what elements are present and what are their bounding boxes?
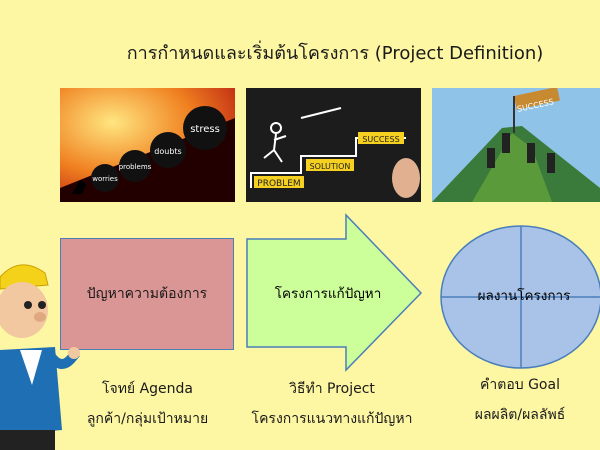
word: PROBLEM — [257, 179, 300, 189]
caption-line2: ลูกค้า/กลุ่มเป้าหมาย — [86, 411, 209, 427]
circle-label: ผลงานโครงการ — [478, 287, 571, 304]
slide-title: การกำหนดและเริ่มต้นโครงการ (Project Defi… — [126, 43, 544, 64]
word: worries — [92, 175, 118, 183]
arrow-label: โครงการแก้ปัญหา — [275, 285, 382, 302]
caption-agenda: โจทย์ Agenda ลูกค้า/กลุ่มเป้าหมาย — [60, 378, 235, 430]
project-arrow: โครงการแก้ปัญหา — [246, 213, 423, 372]
result-circle: ผลงานโครงการ — [440, 225, 600, 369]
engineer-cartoon — [0, 264, 80, 450]
word: doubts — [154, 147, 181, 156]
problem-need-box: ปัญหาความต้องการ — [60, 238, 234, 350]
caption-line2: โครงการแนวทางแก้ปัญหา — [251, 411, 413, 427]
caption-line1: โจทย์ Agenda — [101, 381, 194, 397]
word: stress — [190, 124, 220, 135]
box-label: ปัญหาความต้องการ — [86, 286, 208, 302]
caption-goal: คำตอบ Goal ผลผลิต/ผลลัพธ์ — [440, 374, 600, 426]
stress-image: stress doubts problems worries — [60, 88, 235, 202]
word: SUCCESS — [362, 135, 399, 144]
caption-line1: วิธีทำ Project — [289, 381, 375, 397]
word: problems — [119, 163, 152, 171]
caption-line1: คำตอบ Goal — [480, 377, 560, 393]
caption-line2: ผลผลิต/ผลลัพธ์ — [474, 407, 566, 423]
word: SOLUTION — [310, 162, 351, 171]
problem-solution-success-image: PROBLEM SOLUTION SUCCESS — [246, 88, 421, 202]
mountain-success-image: SUCCESS — [432, 88, 600, 202]
caption-project: วิธีทำ Project โครงการแนวทางแก้ปัญหา — [232, 378, 432, 430]
